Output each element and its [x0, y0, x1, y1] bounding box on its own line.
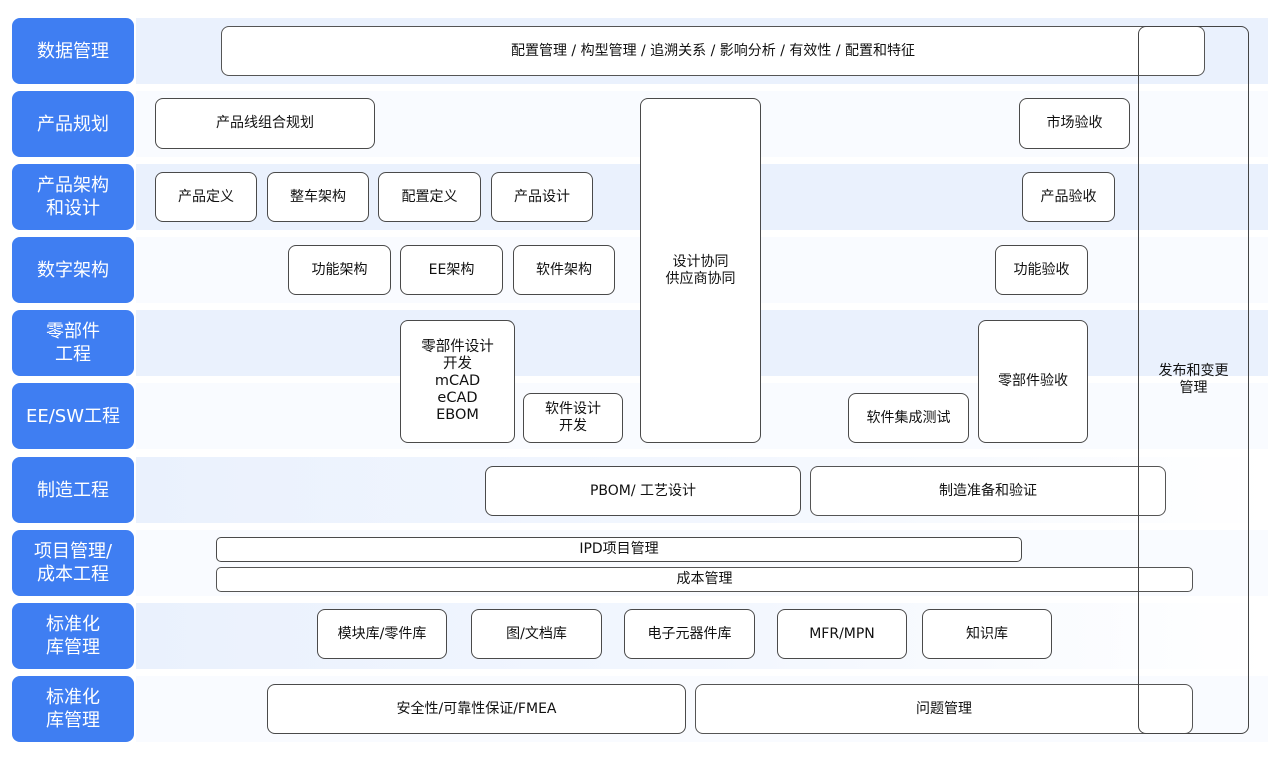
box-release-change-mgmt: 发布和变更 管理 [1138, 26, 1249, 734]
box-function-architecture: 功能架构 [288, 245, 391, 295]
box-cost-mgmt: 成本管理 [216, 567, 1193, 592]
box-software-design: 软件设计 开发 [523, 393, 623, 443]
row-label-project-cost: 项目管理/ 成本工程 [12, 530, 134, 596]
box-safety-fmea: 安全性/可靠性保证/FMEA [267, 684, 686, 734]
box-product-definition: 产品定义 [155, 172, 257, 222]
row-label-manufacturing: 制造工程 [12, 457, 134, 523]
box-vehicle-architecture: 整车架构 [267, 172, 369, 222]
box-pbom-process: PBOM/ 工艺设计 [485, 466, 801, 516]
box-part-acceptance: 零部件验收 [978, 320, 1088, 443]
box-function-acceptance: 功能验收 [995, 245, 1088, 295]
box-issue-mgmt: 问题管理 [695, 684, 1193, 734]
box-knowledge-base: 知识库 [922, 609, 1052, 659]
box-product-line-planning: 产品线组合规划 [155, 98, 375, 149]
box-electronic-library: 电子元器件库 [624, 609, 755, 659]
row-label-ee-sw: EE/SW工程 [12, 383, 134, 449]
box-ipd-project-mgmt: IPD项目管理 [216, 537, 1022, 562]
box-ee-architecture: EE架构 [400, 245, 503, 295]
row-label-digital-architecture: 数字架构 [12, 237, 134, 303]
row-label-data-mgmt: 数据管理 [12, 18, 134, 84]
box-market-acceptance: 市场验收 [1019, 98, 1130, 149]
box-part-design: 零部件设计 开发 mCAD eCAD EBOM [400, 320, 515, 443]
row-label-product-architecture: 产品架构 和设计 [12, 164, 134, 230]
box-product-acceptance: 产品验收 [1022, 172, 1115, 222]
box-software-integration-test: 软件集成测试 [848, 393, 969, 443]
box-mfr-mpn: MFR/MPN [777, 609, 907, 659]
row-label-parts-engineering: 零部件 工程 [12, 310, 134, 376]
row-label-product-planning: 产品规划 [12, 91, 134, 157]
box-drawing-library: 图/文档库 [471, 609, 602, 659]
box-software-architecture: 软件架构 [513, 245, 615, 295]
box-design-collaboration: 设计协同 供应商协同 [640, 98, 761, 443]
row-label-standard-library-2: 标准化 库管理 [12, 676, 134, 742]
box-configuration-definition: 配置定义 [378, 172, 481, 222]
box-product-design: 产品设计 [491, 172, 593, 222]
row-label-standard-library-1: 标准化 库管理 [12, 603, 134, 669]
box-data-mgmt: 配置管理 / 构型管理 / 追溯关系 / 影响分析 / 有效性 / 配置和特征 [221, 26, 1205, 76]
box-module-library: 模块库/零件库 [317, 609, 447, 659]
box-manufacturing-prep: 制造准备和验证 [810, 466, 1166, 516]
